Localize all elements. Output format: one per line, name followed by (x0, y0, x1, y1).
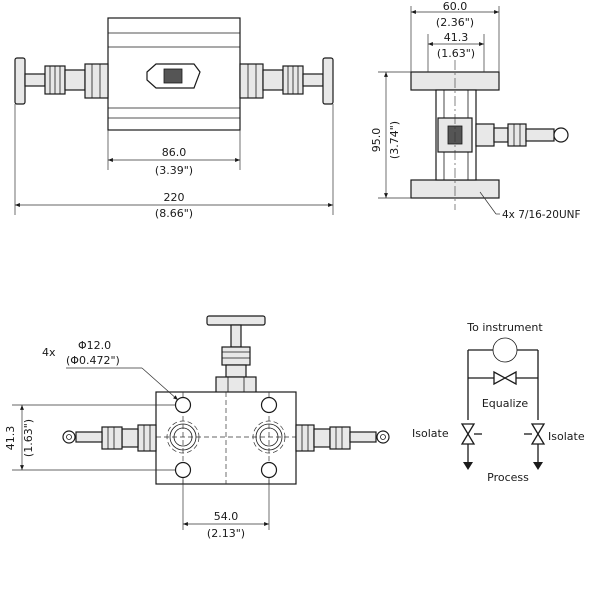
hole-dia-mm: Φ12.0 (78, 339, 111, 352)
schematic-isolate-right: Isolate (548, 430, 585, 443)
schematic-equalize: Equalize (482, 397, 529, 410)
side-view: 60.0 (2.36") 41.3 (1.63") 95.0 (3.74") 4… (370, 0, 581, 221)
mount-hole (174, 461, 192, 479)
dim-side-inner-inch: (1.63") (437, 47, 475, 60)
front-view: 4x Φ12.0 (Φ0.472") 41.3 (1.63") 54.0 (2.… (4, 315, 390, 540)
dim-front-spacing-mm: 54.0 (214, 510, 239, 523)
mount-hole (260, 396, 278, 414)
dim-side-outer-mm: 60.0 (443, 0, 468, 13)
equalize-valve-symbol (493, 370, 517, 386)
dim-front-height-mm: 41.3 (4, 426, 17, 451)
isolate-valve-right-symbol (530, 423, 546, 445)
thread-note: 4x 7/16-20UNF (502, 209, 581, 221)
dim-overall-inch: (8.66") (155, 207, 193, 220)
dim-front-spacing-inch: (2.13") (207, 527, 245, 540)
top-view: 86.0 (3.39") 220 (8.66") (14, 17, 334, 220)
top-view-left-valve (14, 57, 109, 105)
mount-hole (260, 461, 278, 479)
front-view-right-valve (295, 424, 390, 452)
schematic-process: Process (487, 471, 529, 484)
mount-hole (174, 396, 192, 414)
dim-side-height-mm: 95.0 (370, 128, 383, 153)
schematic-to-instrument: To instrument (466, 321, 543, 334)
front-view-top-valve (206, 315, 266, 394)
dim-side-height-inch: (3.74") (388, 121, 401, 159)
hole-dia-inch: (Φ0.472") (66, 354, 120, 367)
dim-front-height-inch: (1.63") (22, 419, 35, 457)
hole-count: 4x (42, 346, 56, 359)
dim-top-width-mm: 86.0 (162, 146, 187, 159)
front-view-left-valve (62, 424, 157, 452)
dim-side-outer-inch: (2.36") (436, 16, 474, 29)
valve-schematic: To instrument Equalize Isolate Isolate P… (412, 321, 585, 484)
dim-top-width-inch: (3.39") (155, 164, 193, 177)
schematic-isolate-left: Isolate (412, 427, 449, 440)
dim-side-inner-mm: 41.3 (444, 31, 469, 44)
dim-overall-mm: 220 (164, 191, 185, 204)
top-view-right-valve (239, 57, 334, 105)
instrument-symbol (492, 337, 518, 363)
isolate-valve-left-symbol (460, 423, 476, 445)
